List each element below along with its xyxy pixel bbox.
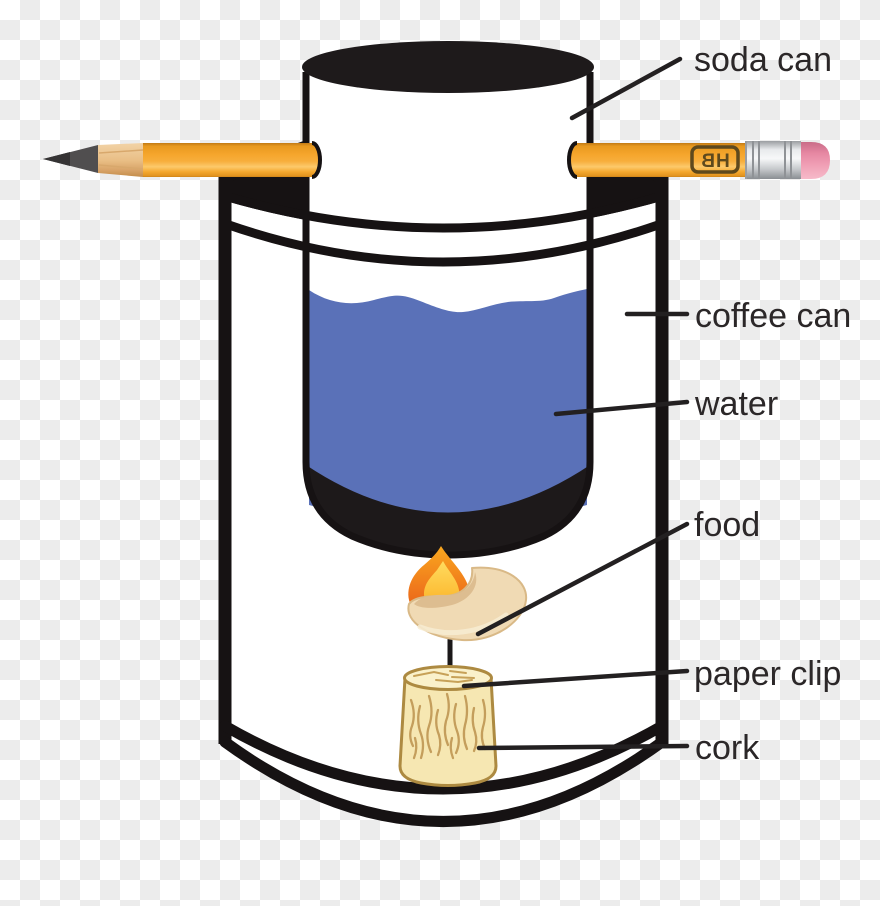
pencil-graphite-tip (43, 145, 98, 173)
cork-top-cracks (413, 670, 475, 684)
label-water: water (694, 385, 778, 423)
pencil-eraser (801, 142, 830, 179)
water-fill (309, 289, 587, 523)
pencil-grade-stamp: HB (690, 145, 740, 174)
label-cork: cork (695, 729, 760, 767)
pencil-tip-point (43, 152, 70, 166)
food-inner-shade (414, 572, 477, 608)
soda-can-outline (302, 72, 594, 559)
leader-line-water (553, 399, 690, 417)
coffee-can-walls (218, 176, 669, 827)
label-soda-can: soda can (694, 41, 832, 79)
label-food: food (694, 506, 760, 544)
pencil-hole-left (311, 141, 322, 179)
cork-grain-lines (409, 692, 487, 760)
pencil-body-left (143, 143, 312, 177)
pencil-hole-right (567, 141, 578, 179)
pencil-wood-cone (98, 143, 143, 177)
label-paper-clip: paper clip (694, 655, 841, 693)
leader-line-food (475, 521, 690, 637)
soda-can-bottom (306, 462, 590, 555)
food-highlight (417, 612, 509, 636)
coffee-can-front-rim (220, 191, 667, 267)
label-coffee-can: coffee can (695, 297, 851, 335)
pencil-grade-text: HB (700, 151, 729, 172)
pencil-graphic: HB (43, 141, 830, 179)
leader-lines (461, 56, 690, 751)
coffee-can-bottom-inner (219, 720, 668, 795)
leader-line-cork (476, 743, 690, 751)
soda-can-top-lid (302, 41, 594, 93)
coffee-can-bottom-outer (219, 736, 668, 827)
cork-graphic (398, 665, 498, 787)
cork-body (398, 676, 498, 787)
leader-line-soda-can (569, 56, 683, 121)
labels: soda can coffee can water food paper cli… (694, 41, 851, 767)
soda-can-graphic (302, 41, 594, 559)
leader-line-paper-clip (461, 668, 690, 689)
